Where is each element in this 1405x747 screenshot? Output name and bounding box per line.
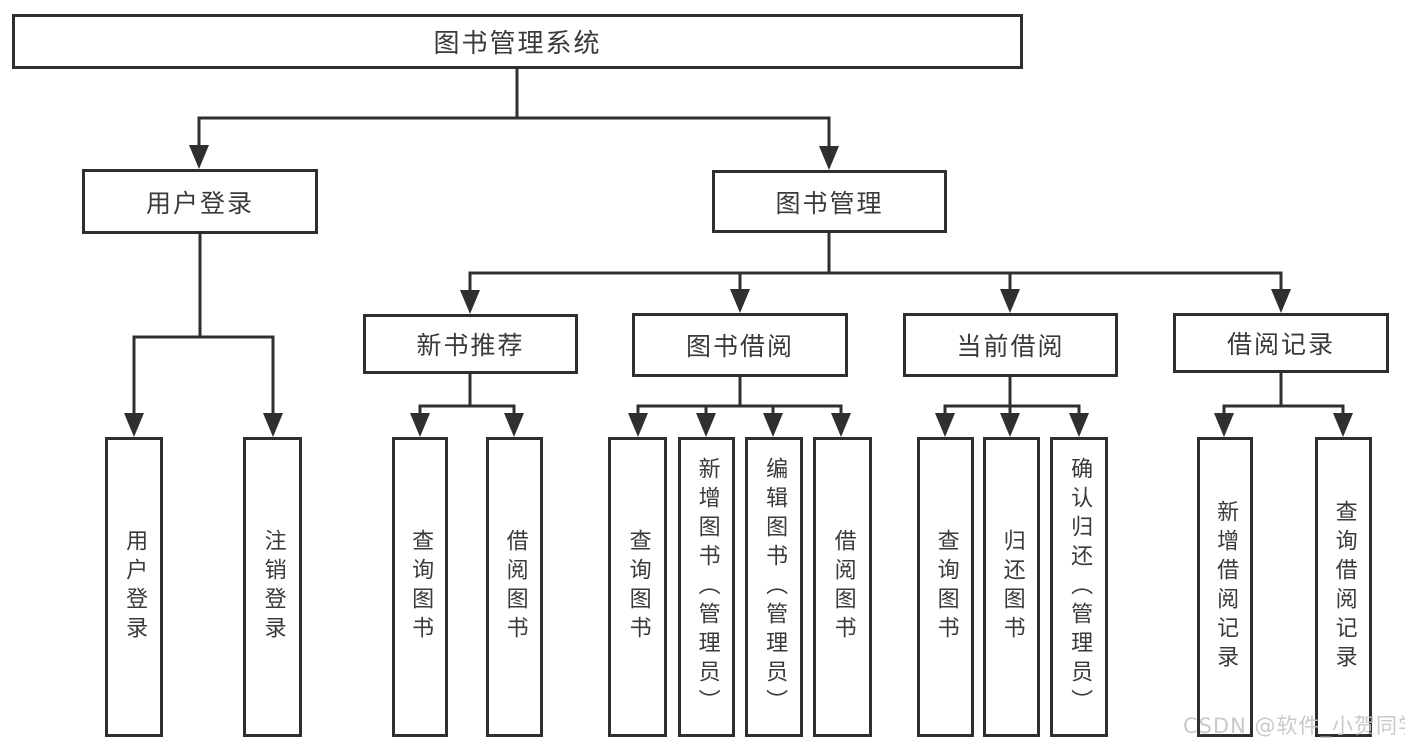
node-user-login-label: 用户登录 [145, 188, 254, 218]
leaf-query-books-borrow: 查询图书 [608, 437, 667, 737]
node-current-borrow: 当前借阅 [903, 313, 1118, 377]
leaf-user-login: 用户登录 [105, 437, 163, 737]
node-user-login: 用户登录 [82, 169, 318, 234]
leaf-logout-login: 注销登录 [243, 437, 302, 737]
leaf-query-borrow-record: 查询借阅记录 [1315, 437, 1372, 737]
node-current-borrow-label: 当前借阅 [956, 332, 1065, 361]
leaf-query-books-current: 查询图书 [917, 437, 974, 737]
leaf-add-book-admin: 新增图书（管理员） [678, 437, 735, 737]
node-book-borrow-label: 图书借阅 [685, 332, 794, 361]
leaf-return-books: 归还图书 [983, 437, 1040, 737]
leaf-confirm-return-admin: 确认归还（管理员） [1050, 437, 1108, 737]
leaf-query-books-recommend: 查询图书 [392, 437, 448, 737]
csdn-watermark: CSDN @软件_小贺同学 [1183, 714, 1405, 738]
node-book-borrow: 图书借阅 [632, 313, 848, 377]
node-root: 图书管理系统 [12, 14, 1023, 69]
leaf-add-borrow-record: 新增借阅记录 [1197, 437, 1253, 737]
node-root-label: 图书管理系统 [433, 29, 602, 59]
node-book-management: 图书管理 [712, 170, 947, 233]
leaf-borrow-books-recommend: 借阅图书 [486, 437, 543, 737]
node-new-book-recommend-label: 新书推荐 [416, 331, 525, 360]
node-borrow-records-label: 借阅记录 [1226, 330, 1335, 359]
node-borrow-records: 借阅记录 [1173, 313, 1389, 373]
node-book-management-label: 图书管理 [775, 188, 884, 218]
leaf-edit-book-admin: 编辑图书（管理员） [745, 437, 803, 737]
node-new-book-recommend: 新书推荐 [363, 314, 578, 374]
leaf-borrow-books: 借阅图书 [813, 437, 872, 737]
